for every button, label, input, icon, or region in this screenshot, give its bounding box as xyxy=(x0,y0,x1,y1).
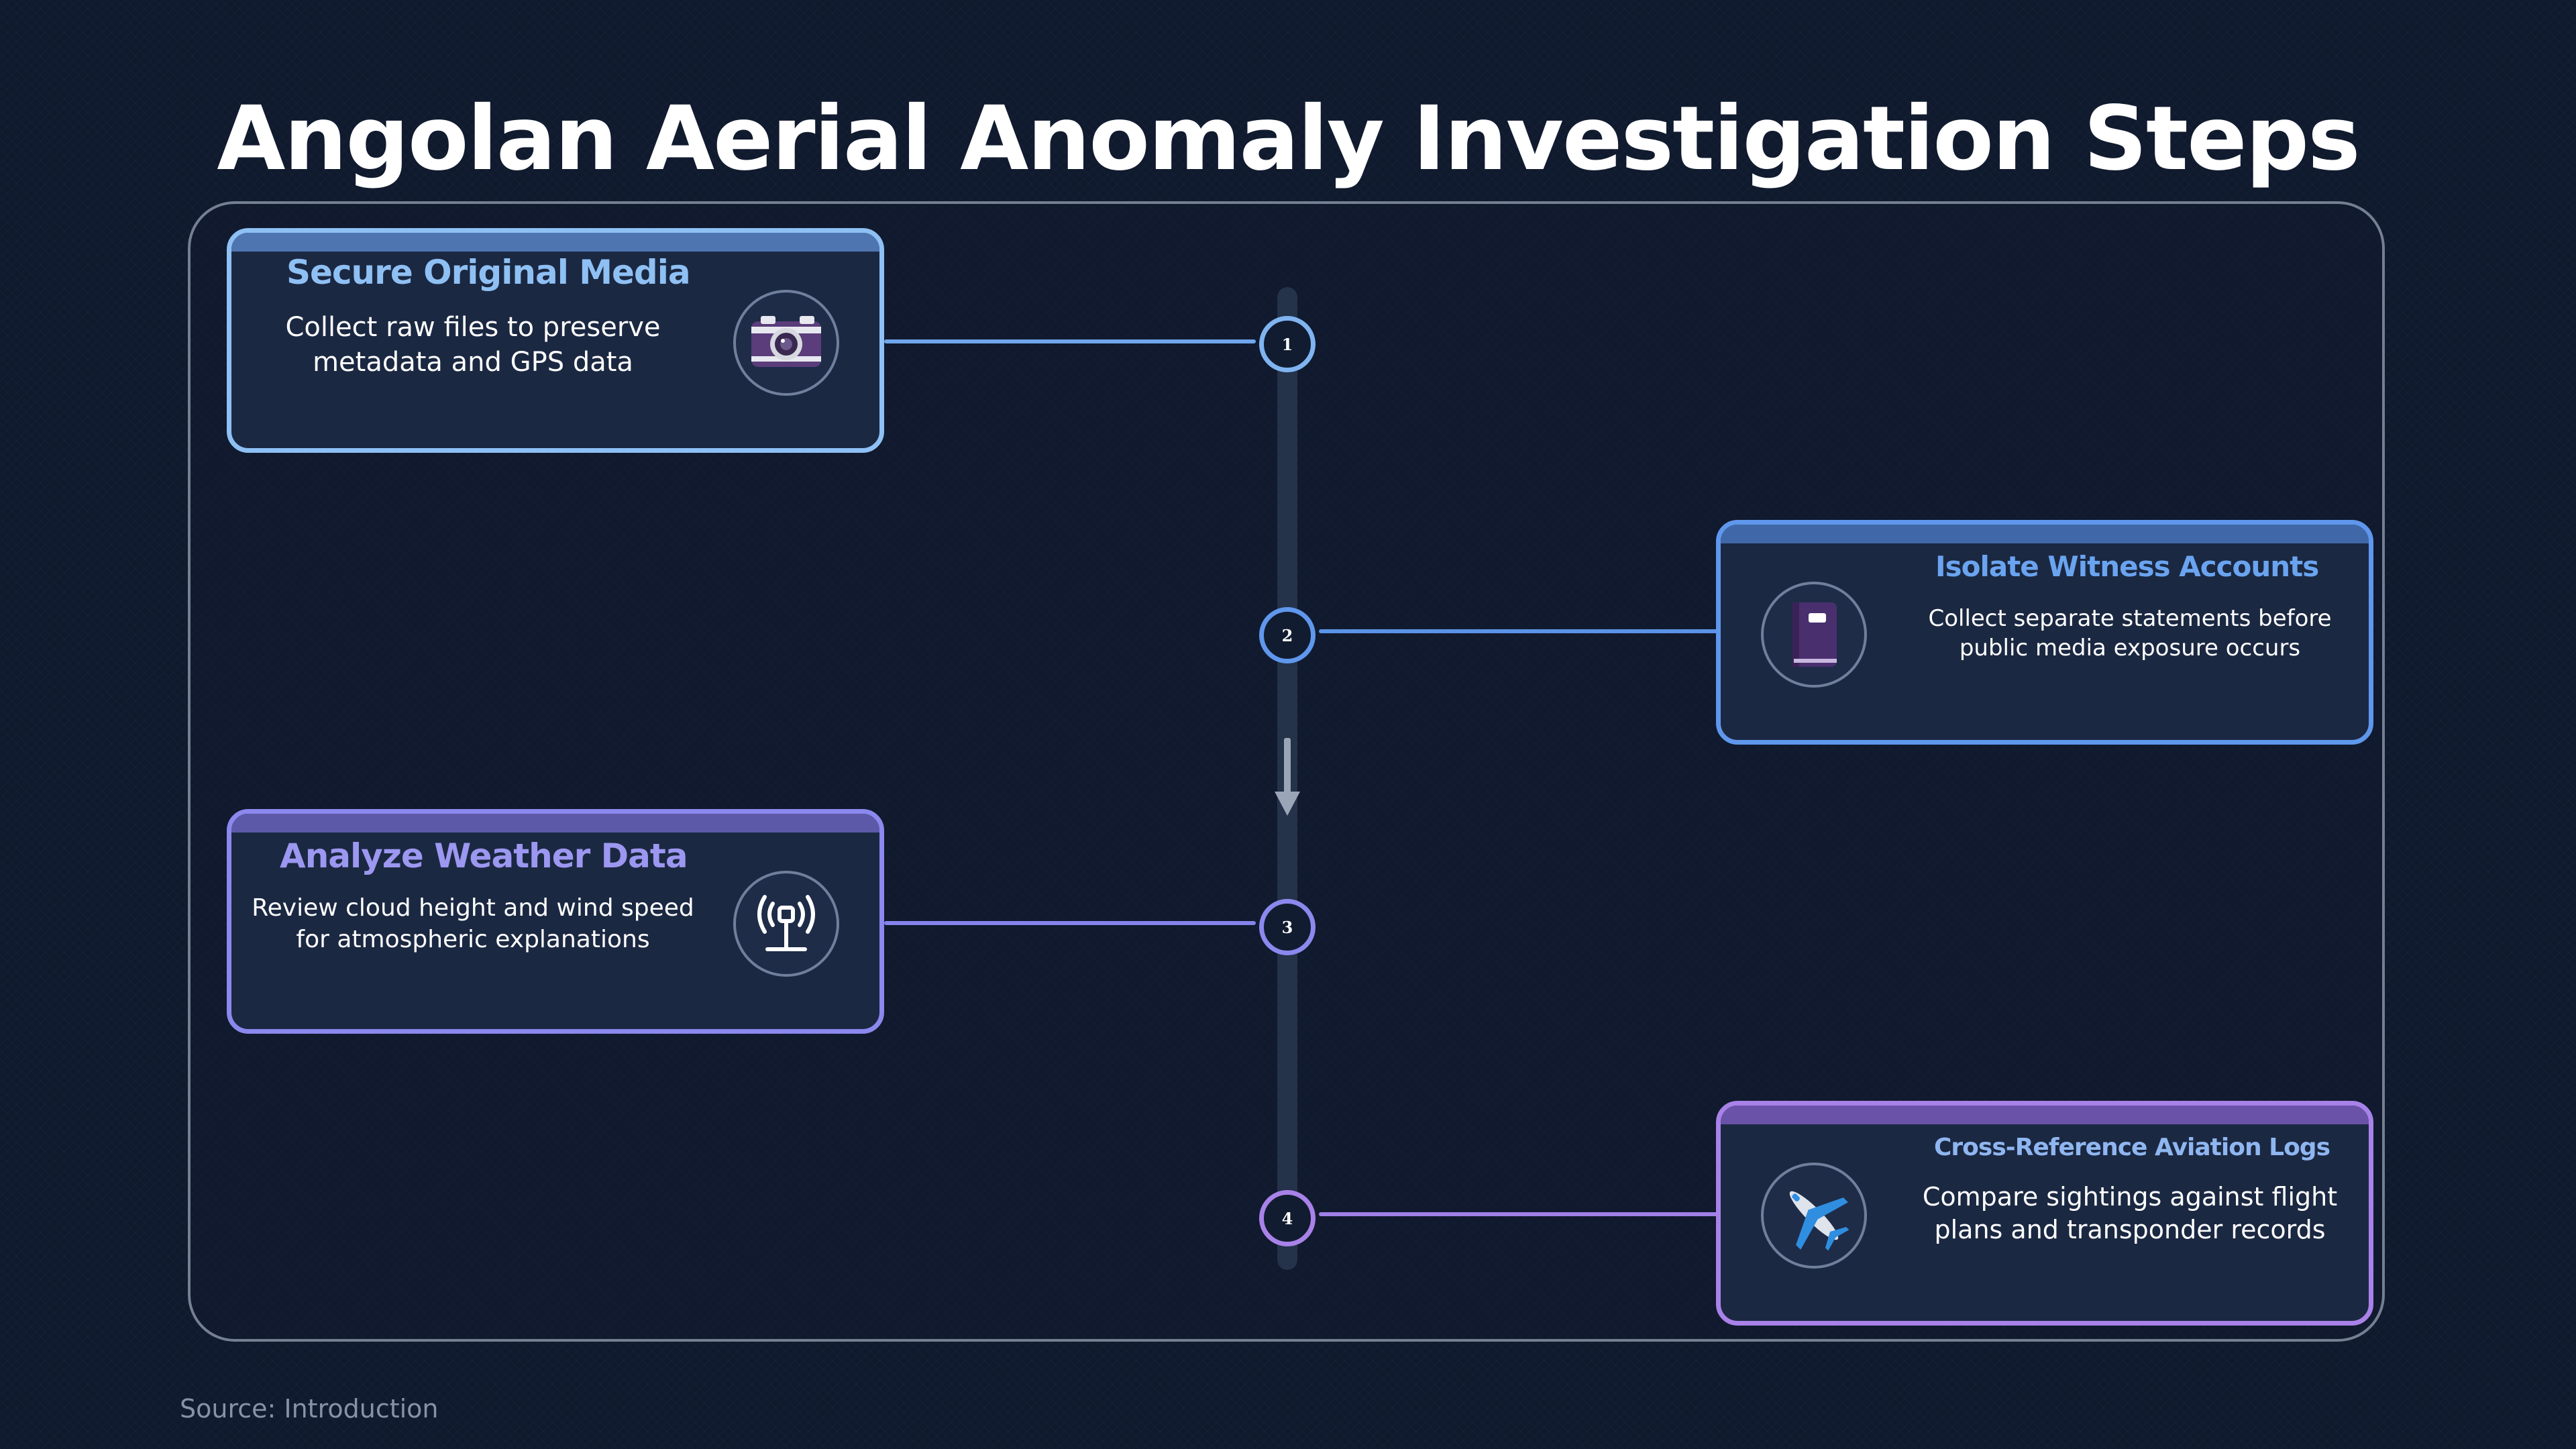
step-description-line: public media exposure occurs xyxy=(1959,635,2301,662)
card-header-band xyxy=(1721,525,2369,543)
step-heading: Cross-Reference Aviation Logs xyxy=(1934,1134,2330,1161)
step-description-line: metadata and GPS data xyxy=(313,347,633,378)
icon-badge xyxy=(1761,1163,1867,1269)
step-description: Compare sightings against flight plans a… xyxy=(1902,1181,2358,1247)
timeline-arrow-down-icon xyxy=(1275,792,1300,816)
step-description-line: Collect raw files to preserve xyxy=(285,312,661,343)
connector-step-4 xyxy=(1319,1212,1721,1216)
card-header-band xyxy=(1721,1106,2369,1124)
airplane-icon xyxy=(1789,1191,1849,1251)
page-title: Angolan Aerial Anomaly Investigation Ste… xyxy=(217,87,2360,191)
step-description-line: Compare sightings against flight xyxy=(1922,1182,2338,1212)
step-card-3: Analyze Weather Data Review cloud height… xyxy=(227,809,884,1034)
step-card-1: Secure Original Media Collect raw files … xyxy=(227,228,884,453)
step-node-1: 1 xyxy=(1259,316,1316,372)
step-card-4: Cross-Reference Aviation Logs Compare si… xyxy=(1716,1101,2373,1326)
step-node-2: 2 xyxy=(1259,607,1316,663)
notebook-icon xyxy=(1792,602,1837,667)
step-heading: Secure Original Media xyxy=(286,253,691,292)
camera-icon xyxy=(751,316,821,367)
step-node-3: 3 xyxy=(1259,899,1316,955)
step-heading: Isolate Witness Accounts xyxy=(1935,550,2319,583)
connector-step-2 xyxy=(1319,629,1721,633)
step-description: Review cloud height and wind speed for a… xyxy=(252,893,694,956)
step-description: Collect raw files to preserve metadata a… xyxy=(252,310,694,380)
connector-step-3 xyxy=(884,921,1256,925)
step-description-line: Review cloud height and wind speed xyxy=(252,894,694,922)
icon-badge xyxy=(733,290,839,396)
icon-badge xyxy=(1761,582,1867,688)
icon-badge xyxy=(733,871,839,977)
connector-step-1 xyxy=(884,339,1256,343)
antenna-icon xyxy=(757,895,815,951)
card-header-band xyxy=(231,233,879,252)
step-heading: Analyze Weather Data xyxy=(280,837,688,875)
card-header-band xyxy=(231,814,879,833)
step-card-2: Isolate Witness Accounts Collect separat… xyxy=(1716,520,2373,745)
step-description-line: for atmospheric explanations xyxy=(296,925,650,953)
step-description-line: plans and transponder records xyxy=(1934,1215,2326,1245)
timeline-arrow-shaft xyxy=(1284,738,1291,793)
step-description: Collect separate statements before publi… xyxy=(1902,604,2358,663)
step-description-line: Collect separate statements before xyxy=(1928,605,2332,632)
source-note: Source: Introduction xyxy=(180,1394,439,1424)
step-node-4: 4 xyxy=(1259,1190,1316,1246)
